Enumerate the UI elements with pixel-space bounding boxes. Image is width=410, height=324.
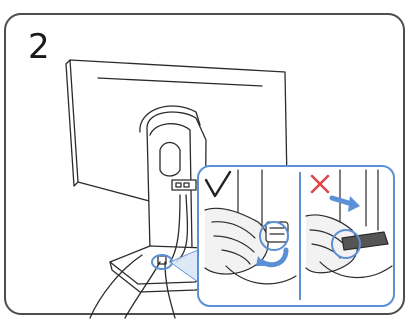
zoom-callout bbox=[198, 166, 394, 306]
step-number: 2 bbox=[28, 30, 50, 64]
